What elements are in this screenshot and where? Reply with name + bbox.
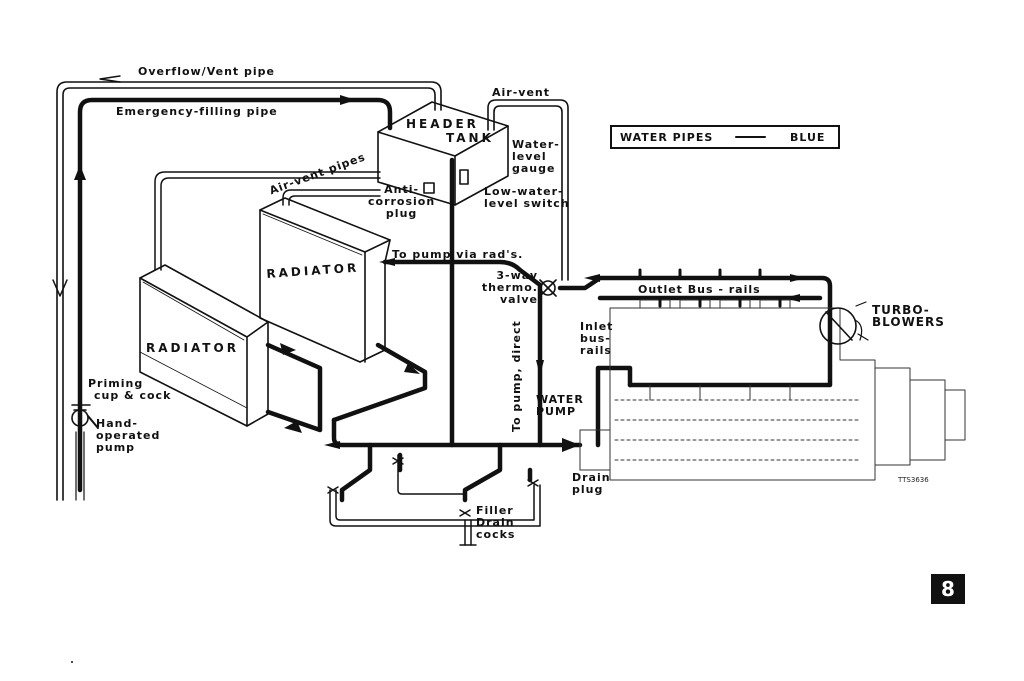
label-to-pump-via-rads: To pump via rad's.: [392, 248, 524, 261]
label-low-water-level-switch: Low-water- level switch: [484, 185, 570, 210]
label-water-pump: WATER PUMP: [536, 393, 584, 418]
label-three-way-thermo-valve: 3-way thermo. valve: [481, 269, 538, 306]
legend-right-text: BLUE: [790, 131, 826, 144]
label-overflow-vent-pipe: Overflow/Vent pipe: [138, 65, 275, 78]
label-water-level-gauge: Water- level gauge: [512, 138, 560, 175]
emergency-filling-pipe: [77, 97, 393, 493]
page-number-badge: 8: [931, 574, 965, 604]
label-radiator-lower: RADIATOR: [146, 341, 239, 355]
label-drain-plug: Drain plug: [572, 471, 611, 496]
arrow-right-filling: [340, 95, 356, 105]
label-emergency-filling-pipe: Emergency-filling pipe: [116, 105, 278, 118]
hand-operated-pump-icon: [71, 404, 99, 501]
overflow-vent-pipe: [56, 75, 442, 501]
figure-code: TTS3636: [898, 476, 929, 484]
turbo-blower: [819, 301, 869, 345]
label-header-tank: HEADER TANK: [406, 117, 494, 145]
filler-drain-piping: [327, 454, 541, 546]
bus-rail-ticks: [638, 268, 782, 308]
header-tank: [377, 101, 509, 206]
label-priming-cup-cock: Priming cup & cock: [88, 377, 172, 402]
label-air-vent: Air-vent: [492, 86, 550, 99]
label-outlet-bus-rails: Outlet Bus - rails: [638, 283, 761, 296]
air-vent-pipe: [487, 99, 569, 281]
label-inlet-bus-rails: Inlet bus- rails: [580, 320, 614, 357]
arrow-down-vent: [52, 279, 68, 297]
three-way-thermo-valve: [539, 279, 557, 297]
label-turbo-blowers: TURBO- BLOWERS: [872, 303, 945, 329]
label-hand-operated-pump: Hand- operated pump: [96, 417, 161, 454]
legend-box: WATER PIPES BLUE: [610, 125, 840, 149]
water-pipes: [265, 157, 833, 503]
label-to-pump-direct: To pump, direct: [510, 320, 523, 432]
legend-left-text: WATER PIPES: [620, 131, 714, 144]
label-anti-corrosion-plug: Anti- corrosion plug: [368, 183, 436, 220]
speck: [71, 661, 73, 663]
radiator-upper: [259, 197, 391, 363]
label-filler-drain-cocks: Filler Drain cocks: [476, 504, 516, 541]
arrow-up-filling: [74, 165, 86, 180]
air-vent-pipes: [154, 171, 381, 271]
pipe-arrows: [280, 258, 806, 452]
